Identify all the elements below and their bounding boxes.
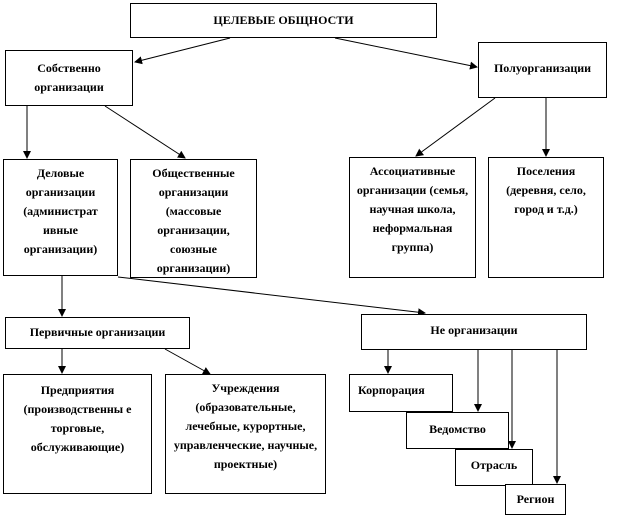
- root-box: ЦЕЛЕВЫЕ ОБЩНОСТИ: [130, 3, 437, 38]
- semi-org-label: Полуорганизации: [493, 61, 592, 75]
- business-org-label: Деловые организации (администрат ивные о…: [23, 166, 98, 256]
- enterprise-label: Предприятия (производственны е торговые,…: [23, 383, 132, 454]
- primary-org-box: Первичные организации: [5, 317, 190, 349]
- arrow: [134, 37, 231, 65]
- assoc-org-label: Ассоциативные организации (семья, научна…: [356, 164, 469, 254]
- branch-box: Отрасль: [455, 449, 533, 486]
- department-label: Ведомство: [429, 422, 486, 436]
- own-org-label: Собственно организации: [34, 61, 104, 94]
- arrow: [334, 37, 478, 70]
- public-org-box: Общественные организации (массовые орган…: [130, 159, 257, 278]
- arrow: [117, 276, 426, 317]
- public-org-label: Общественные организации (массовые орган…: [152, 166, 235, 275]
- institution-box: Учреждения (образовательные, лечебные, к…: [165, 374, 326, 494]
- assoc-org-box: Ассоциативные организации (семья, научна…: [349, 157, 476, 278]
- department-box: Ведомство: [406, 412, 509, 449]
- settlement-label: Поселения (деревня, село, город и т.д.): [506, 164, 586, 216]
- own-org-box: Собственно организации: [5, 50, 133, 106]
- root-label: ЦЕЛЕВЫЕ ОБЩНОСТИ: [213, 13, 354, 27]
- settlement-box: Поселения (деревня, село, город и т.д.): [488, 157, 604, 278]
- institution-label: Учреждения (образовательные, лечебные, к…: [173, 381, 318, 471]
- arrow: [415, 97, 496, 157]
- corporation-box: Корпорация: [349, 374, 453, 412]
- non-org-box: Не организации: [361, 314, 587, 350]
- arrow: [104, 105, 186, 159]
- business-org-box: Деловые организации (администрат ивные о…: [3, 159, 118, 276]
- region-label: Регион: [516, 492, 555, 506]
- branch-label: Отрасль: [470, 458, 518, 472]
- primary-org-label: Первичные организации: [29, 325, 166, 339]
- region-box: Регион: [505, 484, 566, 515]
- enterprise-box: Предприятия (производственны е торговые,…: [3, 374, 152, 494]
- corporation-label: Корпорация: [358, 383, 425, 397]
- semi-org-box: Полуорганизации: [478, 42, 607, 98]
- arrow: [164, 348, 211, 375]
- non-org-label: Не организации: [430, 323, 518, 337]
